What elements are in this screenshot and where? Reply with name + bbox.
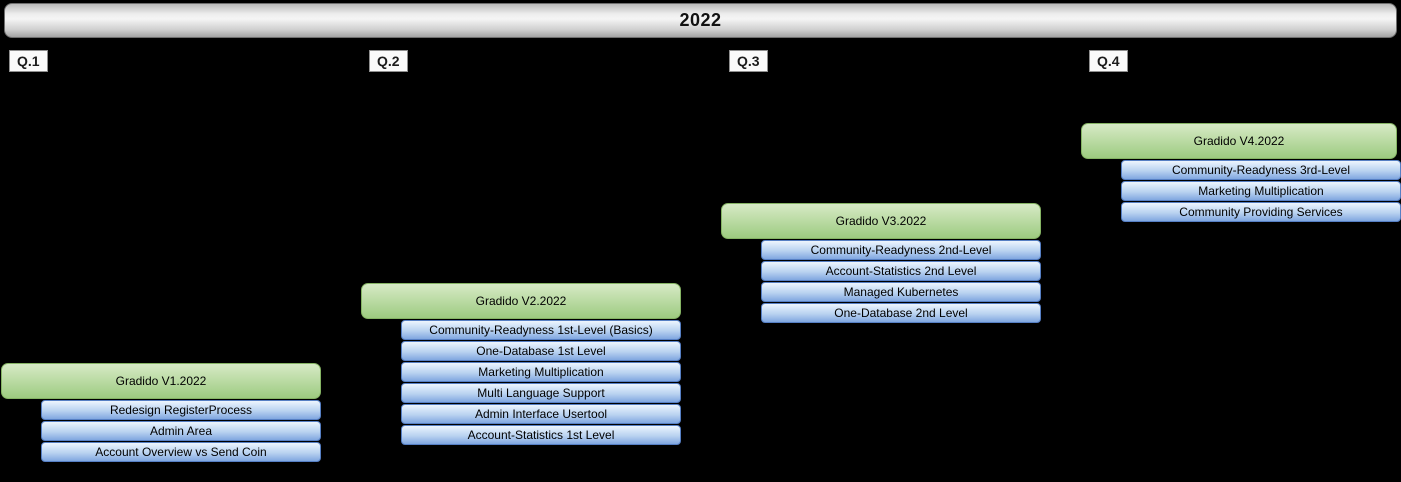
release-milestone-box: Gradido V3.2022 bbox=[721, 203, 1041, 239]
feature-item-box: Multi Language Support bbox=[401, 383, 681, 403]
quarter-label: Q.3 bbox=[729, 50, 768, 72]
feature-item-box: One-Database 2nd Level bbox=[761, 303, 1041, 323]
feature-item-box: Community-Readyness 1st-Level (Basics) bbox=[401, 320, 681, 340]
feature-item-box: Account Overview vs Send Coin bbox=[41, 442, 321, 462]
feature-item-box: Admin Area bbox=[41, 421, 321, 441]
quarter-label: Q.1 bbox=[9, 50, 48, 72]
feature-item-box: Admin Interface Usertool bbox=[401, 404, 681, 424]
feature-item-box: Community-Readyness 3rd-Level bbox=[1121, 160, 1401, 180]
year-title-bar: 2022 bbox=[4, 3, 1397, 38]
feature-item-box: One-Database 1st Level bbox=[401, 341, 681, 361]
feature-item-box: Marketing Multiplication bbox=[401, 362, 681, 382]
year-label: 2022 bbox=[679, 10, 722, 30]
feature-item-box: Account-Statistics 1st Level bbox=[401, 425, 681, 445]
quarter-label: Q.4 bbox=[1089, 50, 1128, 72]
feature-item-box: Redesign RegisterProcess bbox=[41, 400, 321, 420]
quarter-label: Q.2 bbox=[369, 50, 408, 72]
feature-item-box: Account-Statistics 2nd Level bbox=[761, 261, 1041, 281]
feature-item-box: Community Providing Services bbox=[1121, 202, 1401, 222]
release-milestone-box: Gradido V2.2022 bbox=[361, 283, 681, 319]
feature-item-box: Community-Readyness 2nd-Level bbox=[761, 240, 1041, 260]
release-milestone-box: Gradido V1.2022 bbox=[1, 363, 321, 399]
feature-item-box: Managed Kubernetes bbox=[761, 282, 1041, 302]
release-milestone-box: Gradido V4.2022 bbox=[1081, 123, 1397, 159]
feature-item-box: Marketing Multiplication bbox=[1121, 181, 1401, 201]
